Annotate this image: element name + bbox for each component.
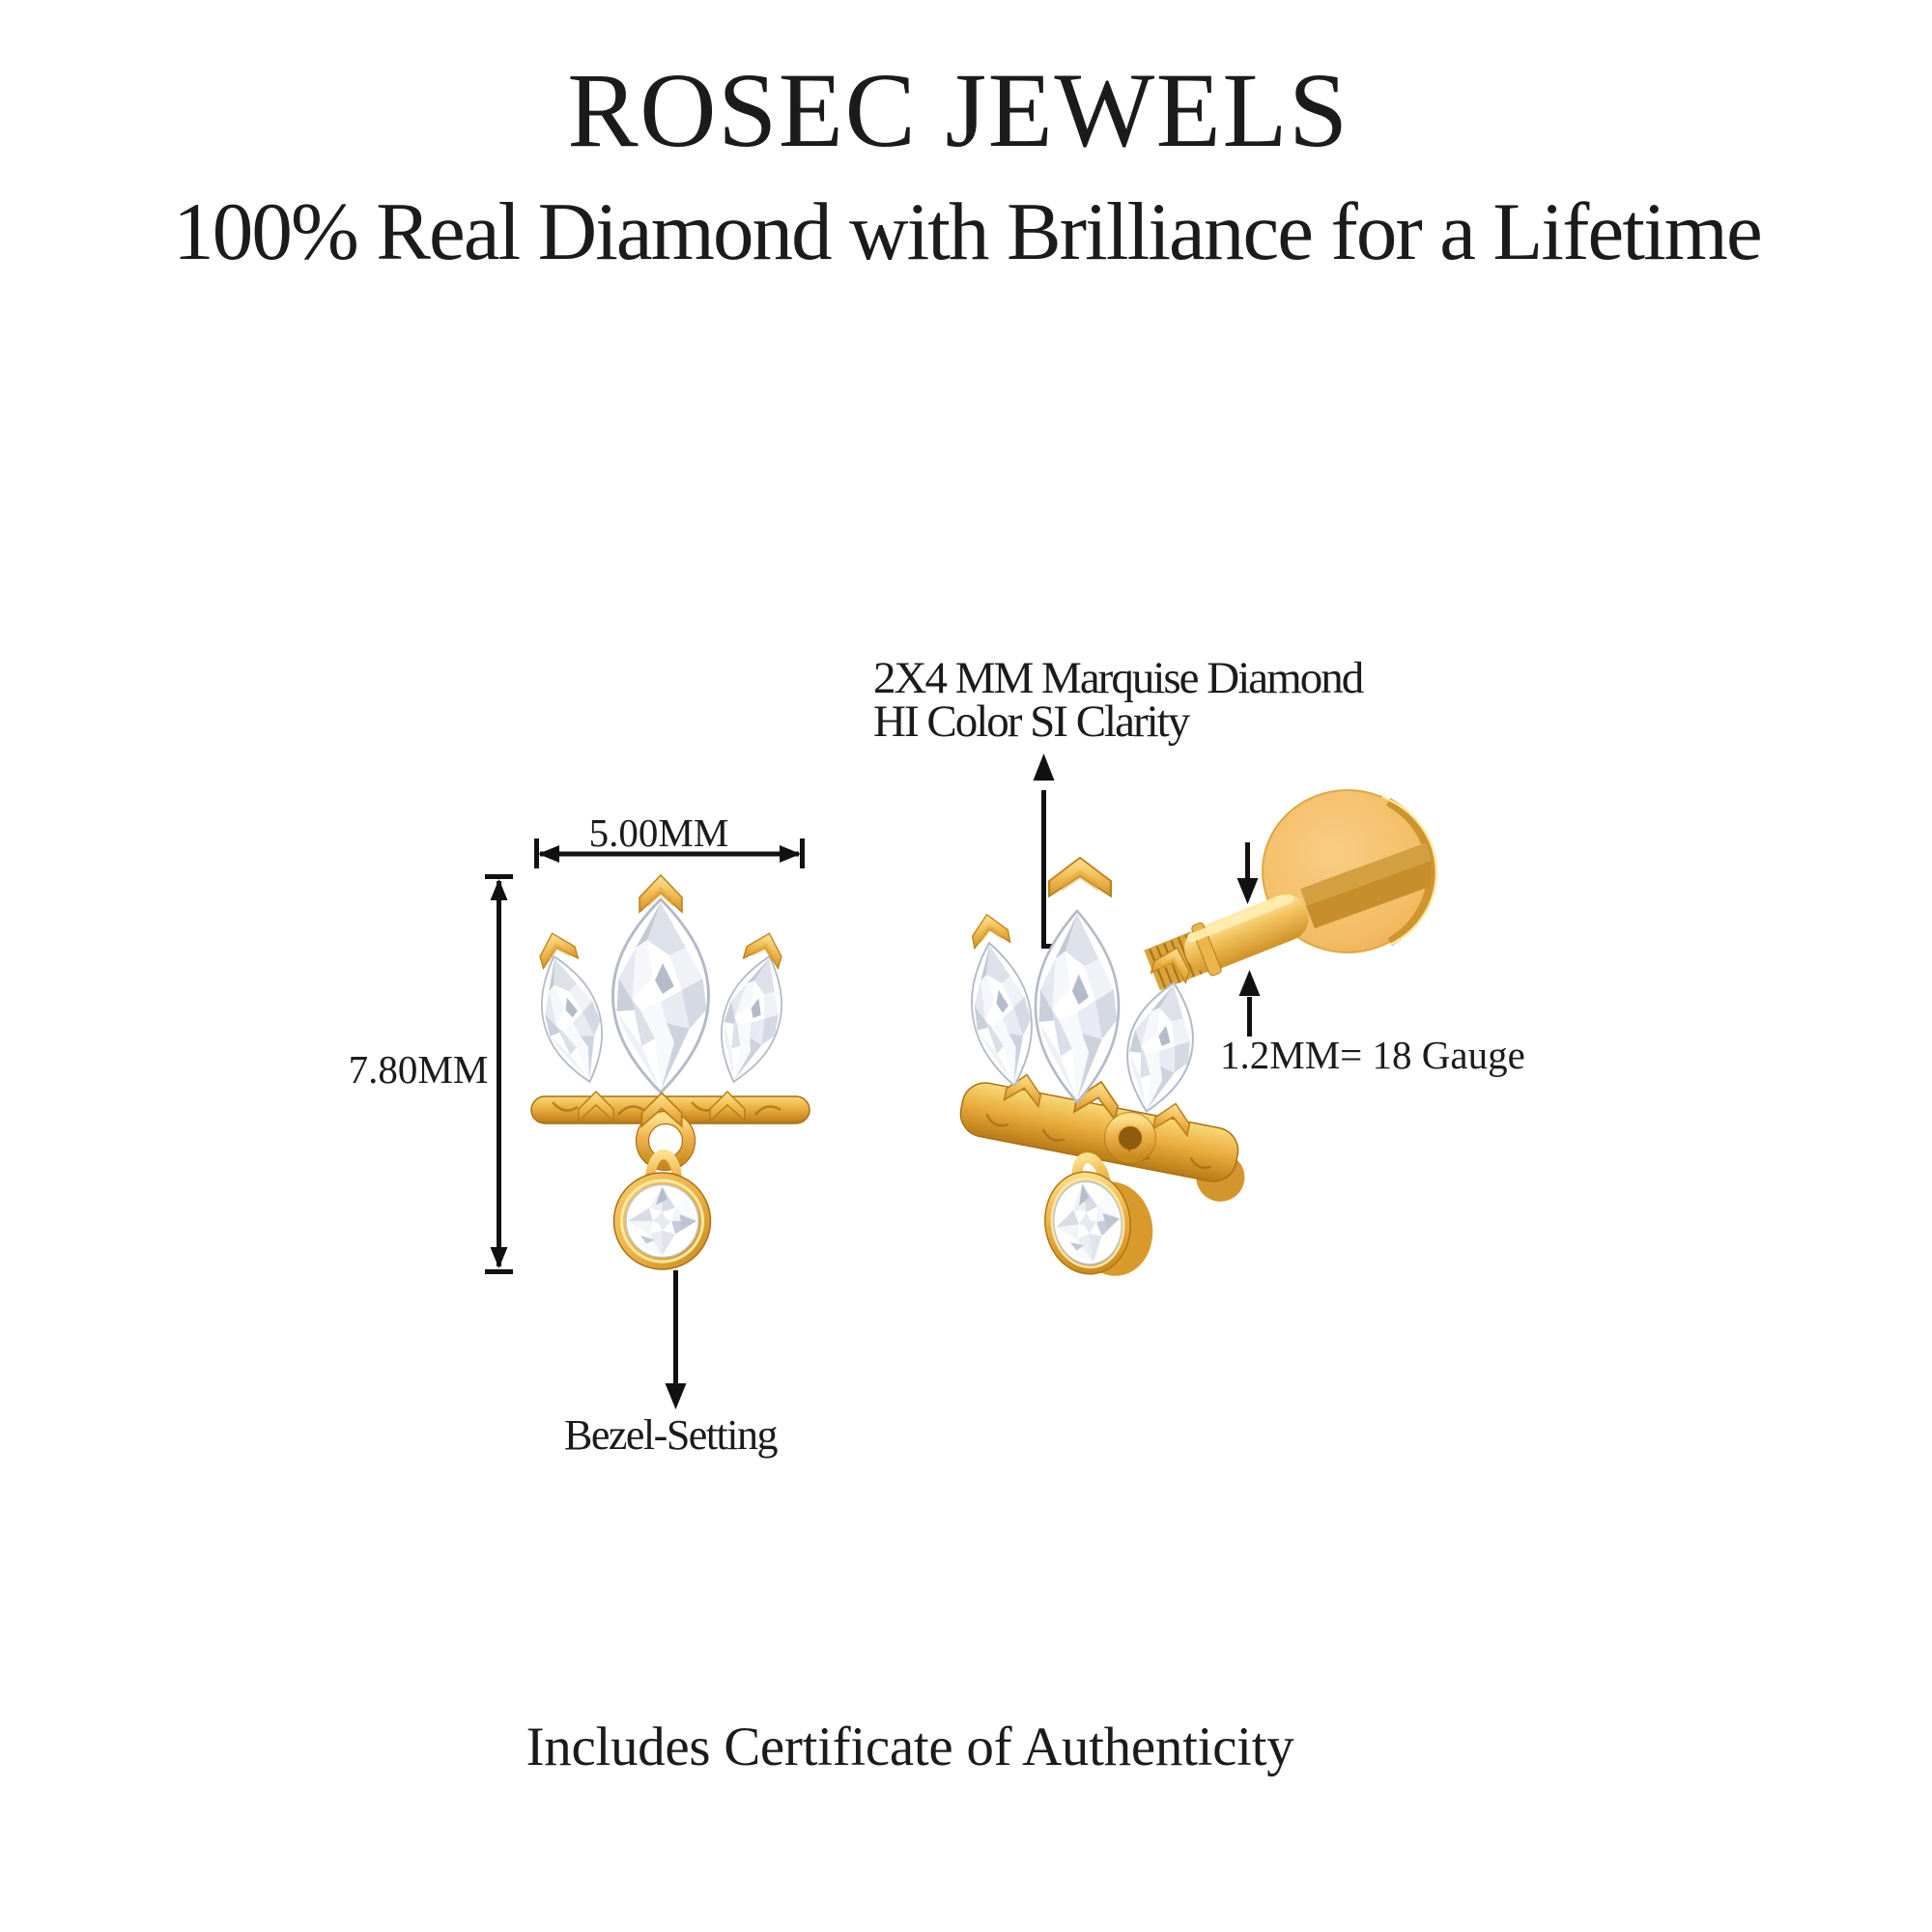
svg-text:7.80MM: 7.80MM	[349, 1047, 489, 1092]
svg-text:1.2MM= 18 Gauge: 1.2MM= 18 Gauge	[1220, 1033, 1525, 1077]
svg-text:ROSEC JEWELS: ROSEC JEWELS	[567, 51, 1349, 169]
svg-text:5.00MM: 5.00MM	[589, 810, 729, 855]
svg-text:2X4 MM Marquise Diamond: 2X4 MM Marquise Diamond	[873, 653, 1364, 703]
svg-text:100% Real Diamond with Brillia: 100% Real Diamond with Brilliance for a …	[173, 186, 1761, 277]
svg-text:HI Color SI Clarity: HI Color SI Clarity	[873, 696, 1191, 747]
svg-text:Bezel-Setting: Bezel-Setting	[564, 1411, 778, 1459]
svg-text:Includes Certificate of Authen: Includes Certificate of Authenticity	[526, 1717, 1295, 1777]
